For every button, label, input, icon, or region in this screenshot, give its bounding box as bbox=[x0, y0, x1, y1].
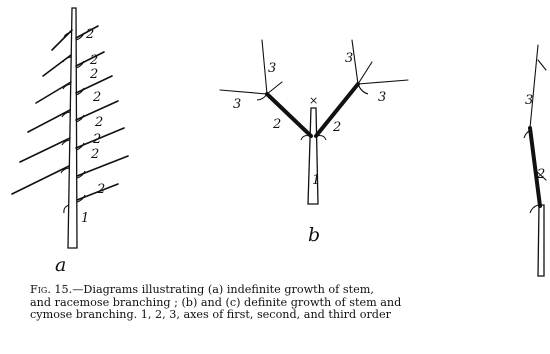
branch-a-right-2 bbox=[75, 51, 105, 67]
axis-c-2 bbox=[528, 126, 542, 208]
branch-a-right-6 bbox=[76, 155, 129, 177]
axis-b-left-3-tip bbox=[266, 81, 283, 95]
axis-label-a-2: 2 bbox=[92, 90, 101, 105]
branch-a-right-3 bbox=[75, 75, 113, 94]
caption-line-1: Fig. 15.—Diagrams illustrating (a) indef… bbox=[30, 283, 540, 297]
axis-label-b-1: 1 bbox=[312, 173, 320, 188]
axis-label-a-2: 2 bbox=[89, 67, 98, 82]
figure-number: Fig. 15. bbox=[30, 283, 73, 296]
axis-c-3-branch bbox=[537, 59, 547, 71]
axis-label-b-2: 2 bbox=[332, 120, 341, 135]
panel-letter-a: a bbox=[55, 254, 66, 276]
main-stem-c bbox=[537, 204, 545, 277]
axis-label-a-2: 2 bbox=[89, 53, 98, 68]
axis-c-3 bbox=[529, 44, 539, 129]
axis-label-a-2: 2 bbox=[94, 115, 103, 130]
bract-a bbox=[60, 31, 86, 214]
branch-a-right-5 bbox=[75, 127, 125, 149]
axis-label-b-3: 3 bbox=[233, 97, 241, 112]
axis-label-a-2: 2 bbox=[85, 27, 94, 42]
panel-a-diagram: 1 2 2 2 2 2 2 2 2 a bbox=[11, 7, 129, 276]
branch-a-right-1 bbox=[75, 25, 99, 39]
axis-label-c-3: 3 bbox=[525, 93, 533, 108]
branch-a-left-4 bbox=[27, 109, 71, 133]
axis-label-b-3: 3 bbox=[268, 61, 276, 76]
axis-b-left-3-up bbox=[261, 39, 268, 95]
axis-label-a-2: 2 bbox=[96, 182, 105, 197]
panel-b-diagram: × 1 2 2 3 3 3 3 b bbox=[219, 39, 409, 246]
caption-line-3: cymose branching. 1, 2, 3, axes of first… bbox=[30, 308, 391, 322]
axis-label-a-2: 2 bbox=[90, 147, 99, 162]
caption-line-2: and racemose branching ; (b) and (c) def… bbox=[30, 295, 402, 309]
axis-b-right-3-up bbox=[351, 39, 359, 85]
axis-label-b-3: 3 bbox=[345, 51, 353, 66]
axis-label-b-2: 2 bbox=[272, 117, 281, 132]
axis-b-right-2 bbox=[314, 82, 360, 138]
apex-mark-b: × bbox=[309, 94, 318, 107]
branch-a-left-3 bbox=[35, 81, 72, 104]
caption-line-1-text: —Diagrams illustrating (a) indefinite gr… bbox=[72, 283, 374, 296]
main-stem-a bbox=[67, 7, 78, 249]
figure-caption: Fig. 15.—Diagrams illustrating (a) indef… bbox=[30, 283, 540, 322]
panel-letter-b: b bbox=[308, 224, 320, 246]
axis-label-c-2: 2 bbox=[536, 167, 545, 182]
figure-diagrams: 1 2 2 2 2 2 2 2 2 a × 1 2 2 3 3 3 3 b bbox=[11, 7, 547, 277]
axis-c-2-side bbox=[534, 169, 547, 181]
main-stem-b bbox=[307, 107, 319, 205]
axis-b-left-3-side bbox=[219, 89, 268, 95]
axis-label-a-2: 2 bbox=[92, 132, 101, 147]
axis-label-b-3: 3 bbox=[378, 90, 386, 105]
bract-c bbox=[523, 129, 539, 214]
bract-b bbox=[256, 83, 369, 141]
branch-a-left-6 bbox=[11, 165, 70, 195]
axis-label-a-1: 1 bbox=[81, 211, 89, 226]
axis-b-right-3-side bbox=[357, 79, 409, 85]
branch-a-left-5 bbox=[19, 137, 71, 163]
axis-b-right-3-tip bbox=[357, 61, 373, 85]
axis-b-left-2 bbox=[265, 92, 313, 138]
panel-c-diagram: 3 2 A c bbox=[523, 44, 547, 277]
